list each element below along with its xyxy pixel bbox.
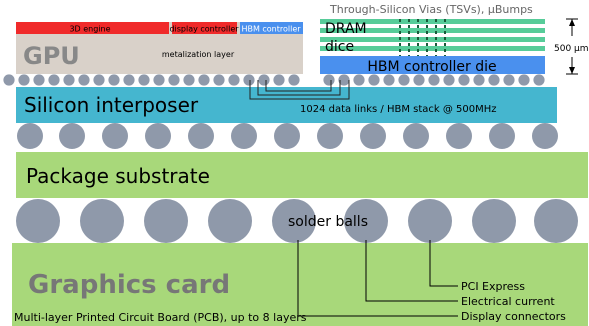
- package-substrate: [16, 152, 588, 198]
- callout-electrical-current: Electrical current: [461, 295, 555, 308]
- dram-layer: [320, 28, 545, 33]
- gpu-hbm-controller-block: [240, 22, 303, 34]
- gpu-hbm-controller-label: HBM controller: [241, 25, 301, 34]
- solder-ball: [534, 199, 578, 243]
- display-controller-label: display controller: [169, 25, 239, 34]
- solder-ball: [532, 123, 558, 149]
- solder-ball: [272, 199, 316, 243]
- micro-bumps: [2, 73, 546, 87]
- solder-ball: [446, 123, 472, 149]
- solder-ball: [472, 199, 516, 243]
- dram-layer: [320, 46, 545, 51]
- medium-solder-balls: [17, 123, 558, 149]
- solder-ball: [16, 199, 60, 243]
- solder-ball: [489, 123, 515, 149]
- dice-label: dice: [325, 39, 354, 55]
- height-dimension-marker: [566, 18, 578, 75]
- solder-ball: [231, 123, 257, 149]
- solder-ball: [80, 199, 124, 243]
- interposer-label: Silicon interposer: [24, 93, 199, 117]
- large-solder-balls: [16, 199, 578, 243]
- hbm-controller-die: [320, 56, 545, 74]
- solder-ball: [188, 123, 214, 149]
- solder-ball: [408, 199, 452, 243]
- gpu-label: GPU: [23, 42, 80, 70]
- solder-balls-label: solder balls: [288, 214, 368, 230]
- graphics-card-label: Graphics card: [28, 270, 230, 300]
- data-links-label: 1024 data links / HBM stack @ 500MHz: [300, 104, 497, 115]
- tsv-label: Through-Silicon Vias (TSVs), µBumps: [329, 3, 533, 16]
- tsv-columns: [399, 19, 446, 56]
- package-substrate-label: Package substrate: [26, 164, 210, 188]
- solder-ball: [317, 123, 343, 149]
- solder-ball: [360, 123, 386, 149]
- solder-ball: [145, 123, 171, 149]
- solder-ball: [344, 199, 388, 243]
- display-controller-block: [172, 22, 237, 34]
- solder-ball: [144, 199, 188, 243]
- solder-ball: [17, 123, 43, 149]
- 3d-engine-label: 3D engine: [69, 25, 110, 34]
- hbm-controller-die-label: HBM controller die: [367, 59, 496, 75]
- interposer-wiring: [249, 80, 350, 100]
- solder-ball: [208, 199, 252, 243]
- solder-ball: [274, 123, 300, 149]
- silicon-interposer: [16, 87, 557, 123]
- solder-ball: [102, 123, 128, 149]
- solder-ball: [403, 123, 429, 149]
- 3d-engine-block: [16, 22, 169, 34]
- solder-ball: [59, 123, 85, 149]
- callout-display-connectors: Display connectors: [461, 310, 566, 323]
- dram-stack: [320, 19, 545, 51]
- dram-layer: [320, 37, 545, 42]
- callout-lines: [297, 240, 458, 317]
- callout-pci-express: PCI Express: [461, 280, 525, 293]
- height-label: 500 µm: [554, 44, 589, 54]
- pcb-label: Multi-layer Printed Circuit Board (PCB),…: [14, 311, 307, 324]
- graphics-card-board: [12, 243, 588, 326]
- metalization-layer-label: metalization layer: [162, 50, 235, 59]
- dram-label: DRAM: [325, 21, 367, 37]
- dram-layer: [320, 19, 545, 24]
